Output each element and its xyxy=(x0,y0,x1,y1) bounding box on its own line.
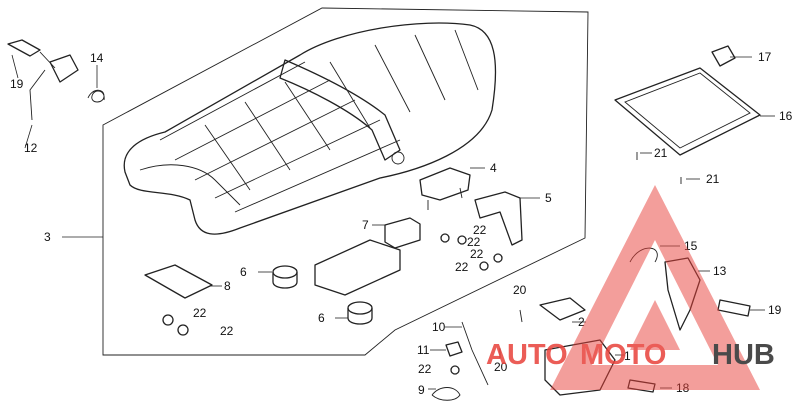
callout-22e: 22 xyxy=(470,247,484,261)
screws-21 xyxy=(636,152,682,184)
callout-21a: 21 xyxy=(654,146,668,160)
callout-labels: 1 2 3 4 5 6 6 7 8 9 10 11 12 13 14 15 16… xyxy=(10,50,793,397)
callout-14: 14 xyxy=(90,51,104,65)
rubber-block xyxy=(314,239,401,296)
callout-16: 16 xyxy=(779,109,793,123)
watermark-triangle-icon xyxy=(550,185,760,390)
watermark-text-hub: HUB xyxy=(712,339,775,371)
callout-3: 3 xyxy=(44,230,51,244)
watermark-text-moto: MOTO xyxy=(580,339,666,371)
watermark-logo: AUTO MOTO HUB xyxy=(486,185,775,390)
bracket-4 xyxy=(419,167,471,210)
callout-22b: 22 xyxy=(220,324,234,338)
callout-6b: 6 xyxy=(318,311,325,325)
callout-1: 1 xyxy=(624,349,631,363)
callout-8: 8 xyxy=(224,279,231,293)
callout-4: 4 xyxy=(490,161,497,175)
callout-21b: 21 xyxy=(706,172,720,186)
callout-10: 10 xyxy=(432,320,446,334)
callout-22a: 22 xyxy=(193,306,207,320)
clip-7 xyxy=(384,217,421,249)
callout-20b: 20 xyxy=(494,360,508,374)
callout-7: 7 xyxy=(362,218,369,232)
callout-12: 12 xyxy=(24,141,38,155)
callout-19b: 19 xyxy=(768,303,782,317)
callout-22g: 22 xyxy=(418,362,432,376)
grommet-17 xyxy=(711,45,736,67)
callout-22d: 22 xyxy=(467,235,481,249)
spring-14 xyxy=(87,89,105,103)
callout-5: 5 xyxy=(545,191,552,205)
bracket-5 xyxy=(474,191,523,246)
watermark-text-auto: AUTO xyxy=(486,339,568,371)
nut-group xyxy=(162,233,503,375)
plate-8 xyxy=(144,264,213,299)
callout-2: 2 xyxy=(578,315,585,329)
seat xyxy=(123,22,497,235)
callout-6a: 6 xyxy=(240,265,247,279)
callout-9: 9 xyxy=(418,383,425,397)
cushion-6b xyxy=(347,301,373,325)
tray-16 xyxy=(614,67,761,156)
callout-11: 11 xyxy=(417,343,430,357)
cushion-6a xyxy=(272,265,298,289)
callout-17: 17 xyxy=(758,50,772,64)
callout-22f: 22 xyxy=(455,260,469,274)
callout-19a: 19 xyxy=(10,77,24,91)
callout-13: 13 xyxy=(713,264,727,278)
callout-22c: 22 xyxy=(473,223,487,237)
callout-20a: 20 xyxy=(513,283,527,297)
assembly-boundary xyxy=(102,7,589,356)
latch-19-12 xyxy=(7,39,79,121)
